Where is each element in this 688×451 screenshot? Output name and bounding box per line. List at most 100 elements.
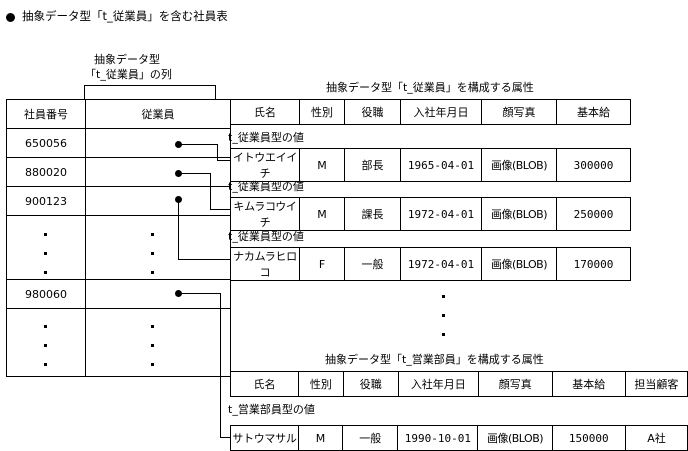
cell-photo: 画像(BLOB)	[481, 247, 557, 281]
table-row: サトウマサル M 一般 1990-10-01 画像(BLOB) 150000 A…	[230, 425, 688, 451]
cell-employee-ref	[85, 157, 231, 187]
employee-type-header-table: 氏名 性別 役職 入社年月日 顔写真 基本給	[230, 99, 631, 125]
column-header-name: 氏名	[229, 371, 300, 397]
cell-salary: 250000	[556, 197, 631, 231]
left-bracket-caption-line1: 抽象データ型	[94, 53, 160, 66]
column-header-sex: 性別	[298, 371, 344, 397]
column-header-photo: 顔写真	[481, 99, 557, 125]
table-row: 900123	[6, 186, 231, 216]
connector-row3-h	[178, 259, 230, 260]
sales-type-caption: 抽象データ型「t_営業部員」を構成する属性	[325, 353, 544, 366]
column-header-employee: 従業員	[85, 99, 231, 129]
cell-date: 1990-10-01	[397, 425, 479, 451]
cell-sex: M	[297, 425, 344, 451]
cell-post: 課長	[344, 197, 401, 231]
employee-type-value-row-1: イトウエイイチ M 部長 1965-04-01 画像(BLOB) 300000	[230, 148, 631, 182]
employee-table: 社員番号 従業員 650056 880020 900123 980060	[6, 99, 231, 377]
cell-name: イトウエイイチ	[230, 148, 300, 182]
cell-post: 一般	[344, 247, 401, 281]
connector-row5-h1	[181, 293, 220, 294]
cell-photo: 画像(BLOB)	[481, 197, 557, 231]
ellipsis-between-types	[442, 295, 445, 352]
cell-post: 一般	[342, 425, 399, 451]
connector-row5-h2	[220, 437, 230, 438]
employee-value-label-1: t_従業員型の値	[228, 131, 304, 144]
table-row: 650056	[6, 128, 231, 158]
connector-row2-h2	[210, 209, 230, 210]
table-header-row: 社員番号 従業員	[6, 99, 231, 129]
table-row: キムラコウイチ M 課長 1972-04-01 画像(BLOB) 250000	[230, 197, 631, 231]
bullet-icon	[6, 13, 15, 22]
employee-value-label-2: t_従業員型の値	[228, 180, 304, 193]
cell-salary: 150000	[551, 425, 626, 451]
cell-empno: 650056	[6, 128, 86, 158]
ellipsis-employee-2	[151, 325, 154, 382]
connector-row1-v	[217, 144, 218, 160]
cell-date: 1965-04-01	[400, 148, 482, 182]
sales-value-label: t_営業部員型の値	[228, 403, 315, 416]
column-header-customer: 担当顧客	[624, 371, 688, 397]
reference-dot-row1	[175, 141, 182, 148]
table-row: イトウエイイチ M 部長 1965-04-01 画像(BLOB) 300000	[230, 148, 631, 182]
reference-dot-row2	[175, 170, 182, 177]
cell-employee-ellipsis	[85, 308, 231, 377]
table-row: ナカムラヒロコ F 一般 1972-04-01 画像(BLOB) 170000	[230, 247, 631, 281]
connector-row3-v	[178, 199, 179, 259]
table-header-row: 氏名 性別 役職 入社年月日 顔写真 基本給	[230, 99, 631, 125]
column-header-date: 入社年月日	[397, 371, 479, 397]
reference-dot-row5	[175, 290, 182, 297]
cell-photo: 画像(BLOB)	[477, 425, 553, 451]
column-header-empno: 社員番号	[6, 99, 86, 129]
column-header-post: 役職	[344, 99, 401, 125]
bracket-left-leg	[84, 85, 85, 99]
connector-row5-v	[220, 293, 221, 437]
table-row: 880020	[6, 157, 231, 187]
employee-value-label-3: t_従業員型の値	[228, 230, 304, 243]
cell-empno: 900123	[6, 186, 86, 216]
ellipsis-employee-1	[151, 233, 154, 290]
cell-name: サトウマサル	[230, 425, 299, 451]
column-header-date: 入社年月日	[400, 99, 482, 125]
cell-customer: A社	[624, 425, 688, 451]
page-title: 抽象データ型「t_従業員」を含む社員表	[22, 9, 228, 23]
table-row: 980060	[6, 279, 231, 309]
cell-salary: 170000	[556, 247, 631, 281]
bracket-top-rule	[84, 85, 215, 86]
cell-name: ナカムラヒロコ	[230, 247, 300, 281]
sales-type-header-table: 氏名 性別 役職 入社年月日 顔写真 基本給 担当顧客	[229, 371, 688, 397]
cell-employee-ref	[85, 279, 231, 309]
employee-type-value-row-2: キムラコウイチ M 課長 1972-04-01 画像(BLOB) 250000	[230, 197, 631, 231]
table-row-ellipsis	[6, 215, 231, 280]
column-header-name: 氏名	[230, 99, 300, 125]
cell-name: キムラコウイチ	[230, 197, 300, 231]
connector-row2-h1	[181, 173, 210, 174]
cell-employee-ellipsis	[85, 215, 231, 280]
column-header-sex: 性別	[299, 99, 345, 125]
left-bracket-caption-line2: 「t_従業員」の列	[85, 68, 172, 81]
connector-row2-v	[210, 173, 211, 209]
cell-post: 部長	[344, 148, 401, 182]
bracket-right-leg	[215, 85, 216, 99]
connector-row1-h2	[217, 160, 230, 161]
column-header-salary: 基本給	[551, 371, 626, 397]
table-row-ellipsis	[6, 308, 231, 377]
cell-salary: 300000	[556, 148, 631, 182]
cell-employee-ref	[85, 128, 231, 158]
cell-date: 1972-04-01	[400, 197, 482, 231]
cell-sex: M	[299, 148, 345, 182]
employee-type-value-row-3: ナカムラヒロコ F 一般 1972-04-01 画像(BLOB) 170000	[230, 247, 631, 281]
cell-empno-ellipsis	[6, 215, 86, 280]
ellipsis-empno-2	[44, 325, 47, 382]
column-header-photo: 顔写真	[477, 371, 553, 397]
cell-sex: F	[299, 247, 345, 281]
sales-type-value-row: サトウマサル M 一般 1990-10-01 画像(BLOB) 150000 A…	[230, 425, 688, 451]
cell-date: 1972-04-01	[400, 247, 482, 281]
column-header-post: 役職	[342, 371, 399, 397]
cell-photo: 画像(BLOB)	[481, 148, 557, 182]
connector-row1-h1	[181, 144, 217, 145]
table-header-row: 氏名 性別 役職 入社年月日 顔写真 基本給 担当顧客	[229, 371, 688, 397]
cell-sex: M	[299, 197, 345, 231]
employee-type-caption: 抽象データ型「t_従業員」を構成する属性	[326, 81, 534, 94]
ellipsis-empno-1	[44, 233, 47, 290]
